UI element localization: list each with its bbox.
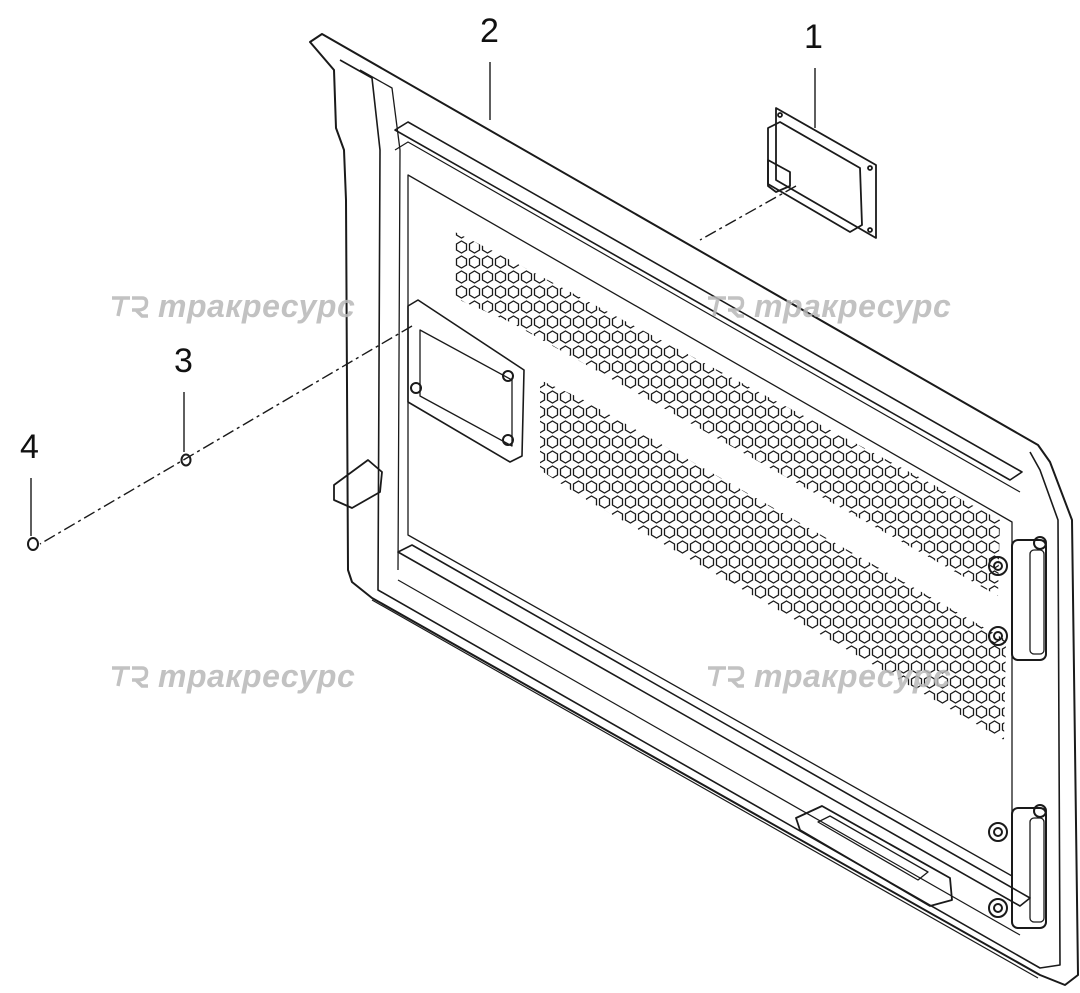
watermark-text: тракресурс	[158, 658, 356, 694]
dash-1	[699, 185, 797, 241]
hinge-top	[1011, 539, 1047, 661]
mesh-lower	[540, 380, 1006, 740]
mesh-upper	[455, 232, 1000, 596]
watermark-text: тракресурс	[754, 658, 952, 694]
frame-outer	[309, 33, 1079, 986]
brand-logo-icon	[112, 295, 149, 318]
bottom-bar	[397, 544, 1031, 907]
hinge-bottom	[1011, 807, 1047, 929]
watermark: тракресурс	[704, 288, 951, 325]
slot-bracket	[795, 805, 953, 907]
watermark: тракресурс	[108, 288, 355, 325]
part-3-washer	[180, 453, 192, 467]
inspection-cover	[407, 299, 525, 463]
watermark-text: тракресурс	[754, 288, 952, 324]
handle-left	[333, 459, 383, 509]
watermark-text: тракресурс	[158, 288, 356, 324]
watermark: тракресурс	[108, 658, 355, 695]
part-1-bracket	[767, 107, 877, 239]
part-4-nut	[27, 537, 39, 551]
top-bar	[394, 121, 1023, 481]
brand-logo-icon	[708, 295, 745, 318]
brand-logo-icon	[708, 665, 745, 688]
callout-1: 1	[804, 18, 823, 56]
callout-2: 2	[480, 12, 499, 50]
frame-rim	[339, 59, 1061, 969]
callout-3: 3	[174, 342, 193, 380]
dash-3-4	[39, 325, 413, 545]
callout-4: 4	[20, 428, 39, 466]
brand-logo-icon	[112, 665, 149, 688]
watermark: тракресурс	[704, 658, 951, 695]
